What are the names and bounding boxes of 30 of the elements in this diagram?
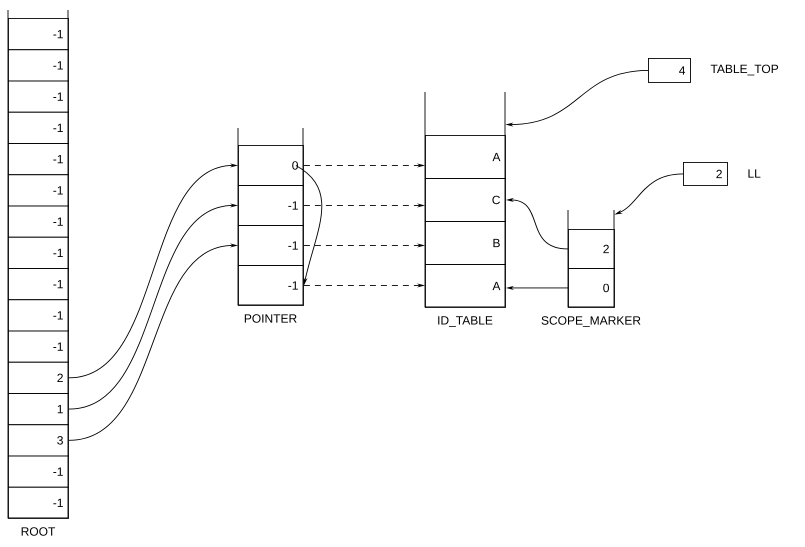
stack-cell: 3 [8,424,69,456]
stack-cell: -1 [238,265,304,306]
stack-cell: -1 [8,299,69,332]
stack-cell: -1 [8,18,69,50]
stack-cell: -1 [8,456,69,488]
stack-cell: -1 [8,268,69,300]
stack-cell: -1 [8,80,69,113]
stack-cell: -1 [8,174,69,206]
stack-cell: A [425,264,506,308]
variable-name: LL [748,169,760,178]
stack-cell: -1 [8,330,69,363]
variable-name: TABLE_TOP [710,64,778,76]
stack-cell: 2 [568,229,615,269]
stack-cell: -1 [238,185,304,226]
stack-cell: -1 [238,225,304,266]
stack-cell: -1 [8,49,69,82]
stack-cell: -1 [8,206,69,238]
stack-cell: A [425,135,506,179]
stack-cell: 1 [8,393,69,426]
stack-cell: -1 [8,112,69,144]
stack-cell: C [425,178,506,222]
variable-box: 2 [683,162,728,186]
variable-box: 4 [648,58,691,83]
stack-cell: 0 [238,145,304,186]
stack-cell: -1 [8,486,69,519]
stack-cell: B [425,221,506,265]
stack-cell: -1 [8,143,69,176]
stack-cell: 2 [8,362,69,394]
stack-cell: 0 [568,268,615,308]
stack-cell: -1 [8,236,69,269]
